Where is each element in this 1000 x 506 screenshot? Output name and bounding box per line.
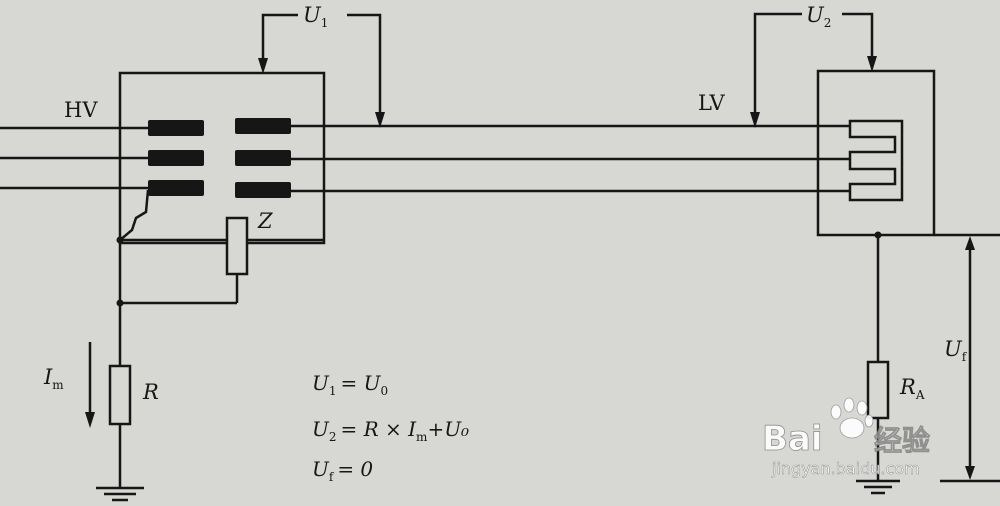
secondary-windings [235,118,291,198]
baidu-watermark: Bai 经验 jingyan.baidu.com [762,397,930,478]
primary-coil-2 [148,150,204,166]
watermark-suffix: 经验 [874,424,930,457]
ra-label: RA [899,375,925,402]
im-label: Im [43,365,64,392]
r-label: R [142,380,159,404]
equation-3: Uf= 0 [312,457,373,484]
secondary-coil-1 [235,118,291,134]
hv-label: HV [64,98,98,122]
uf-arrowhead-bottom [965,466,975,480]
resistor-ra [866,360,890,420]
u2-bracket-right [842,12,874,60]
u1-bracket [261,13,298,58]
u2-arrowhead-left [750,112,760,128]
watermark-brand: Bai [762,419,823,459]
secondary-coil-2 [235,150,291,166]
u2-label: U2 [806,3,831,30]
primary-coil-1 [148,120,204,136]
u1-label: U1 [303,3,328,30]
u2-arrowhead-right [867,56,877,72]
lv-label: LV [698,91,725,115]
primary-windings [148,120,204,196]
ground-right [856,479,900,495]
u1-bracket-right [347,13,382,114]
primary-coil-3 [148,180,204,196]
im-arrowhead [85,412,95,428]
secondary-coil-3 [235,182,291,198]
flashover-path [119,189,150,241]
equations: U1= U0 U2= R × Im+U₀ Uf= 0 [312,371,469,484]
load-element [848,119,904,202]
z-label: Z [257,209,273,233]
paw-icon [830,397,874,439]
uf-label: Uf [944,337,968,364]
u1-arrowhead-right [375,112,385,128]
u1-arrowhead-left [258,58,268,74]
impedance-z [225,216,249,276]
watermark-url: jingyan.baidu.com [771,459,920,478]
ground-left [96,486,144,502]
equation-1: U1= U0 [312,371,388,398]
resistor-r [108,364,132,426]
uf-arrowhead-top [965,236,975,250]
node-dot-ra [874,231,882,239]
node-dot-return [116,299,124,307]
node-dot-neutral [116,236,124,244]
equation-2: U2= R × Im+U₀ [312,417,469,444]
u2-bracket [753,12,802,114]
